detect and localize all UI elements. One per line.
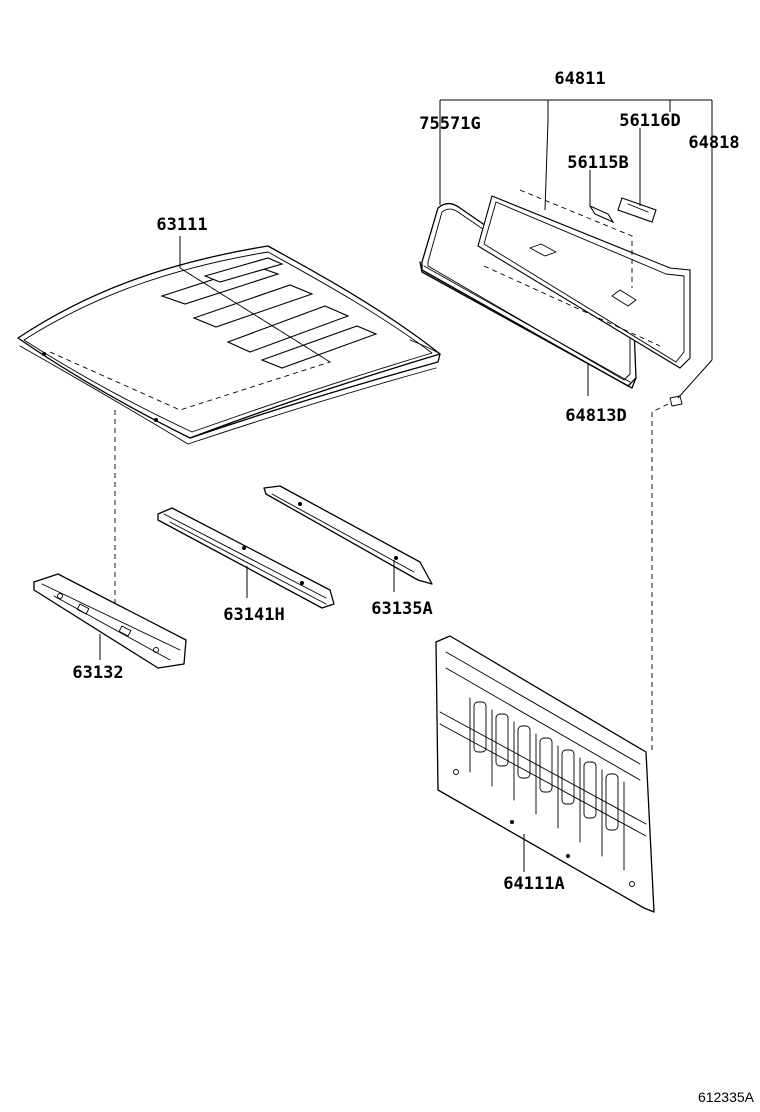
lower-seal-part bbox=[419, 261, 637, 389]
label-64111a: 64111A bbox=[503, 874, 564, 894]
label-64818: 64818 bbox=[688, 133, 739, 153]
roof-panel-part bbox=[17, 245, 441, 445]
stopper-b-part bbox=[588, 204, 615, 224]
label-75571g: 75571G bbox=[419, 114, 480, 134]
label-63135a: 63135A bbox=[371, 599, 432, 619]
back-panel-part bbox=[435, 635, 655, 913]
diagram-reference-code: 612335A bbox=[698, 1089, 755, 1105]
front-header-part bbox=[33, 573, 187, 669]
label-64811: 64811 bbox=[554, 69, 605, 89]
label-63111: 63111 bbox=[156, 215, 207, 235]
weatherstrip-part bbox=[421, 202, 637, 387]
stopper-d-part bbox=[617, 197, 657, 223]
label-56116d: 56116D bbox=[619, 111, 680, 131]
label-64813d: 64813D bbox=[565, 406, 626, 426]
roof-rail-rear-part bbox=[263, 485, 433, 585]
window-glass-part bbox=[477, 189, 691, 369]
label-63132: 63132 bbox=[72, 663, 123, 683]
label-63141h: 63141H bbox=[223, 605, 284, 625]
roof-rail-center-part bbox=[157, 507, 335, 609]
label-56115b: 56115B bbox=[567, 153, 628, 173]
